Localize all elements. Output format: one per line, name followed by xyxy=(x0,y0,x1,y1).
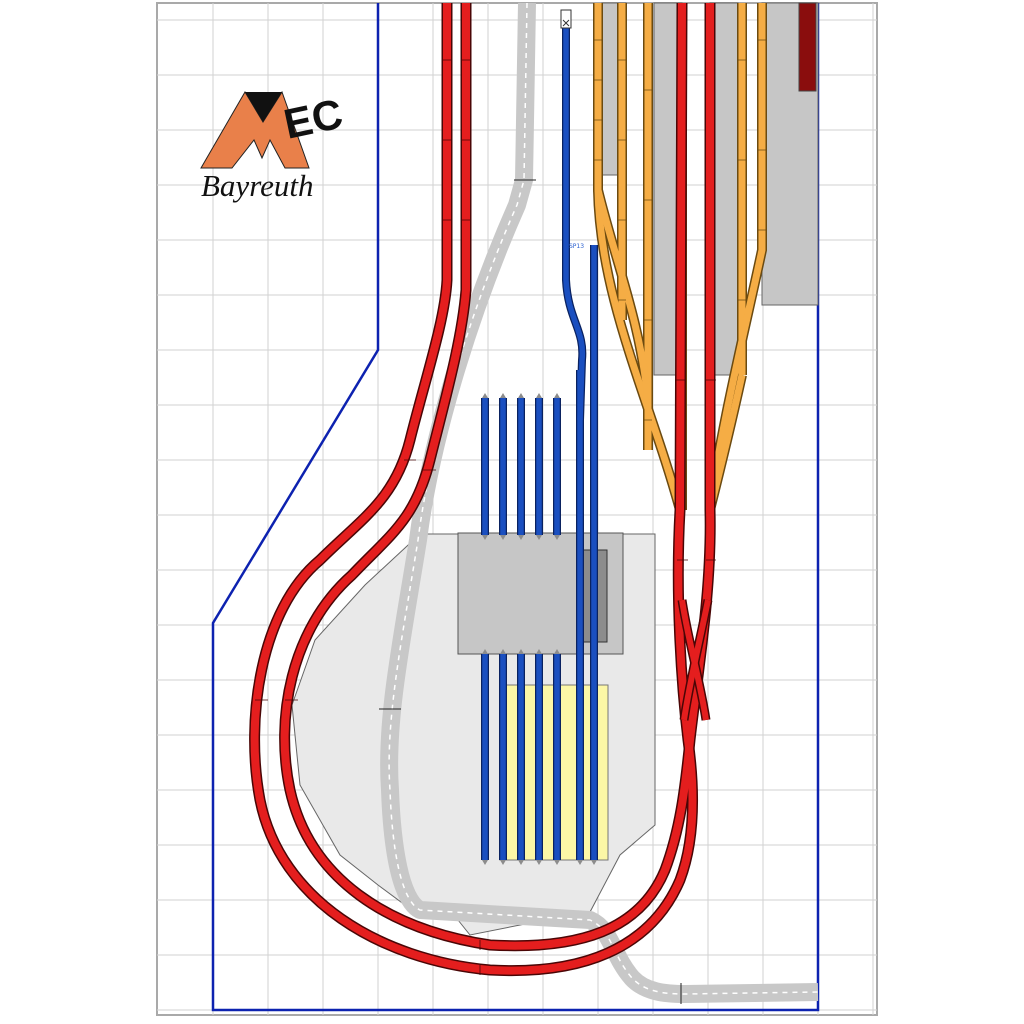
buffer-stop-icon xyxy=(560,9,572,29)
logo-city: Bayreuth xyxy=(201,168,313,203)
logo-peak-icon xyxy=(245,92,282,122)
layout-boundary xyxy=(211,3,820,1012)
track-label: SP13 xyxy=(569,243,584,250)
blue-yard-tracks xyxy=(481,25,598,865)
road-center-line xyxy=(388,2,819,995)
dark-red-building xyxy=(798,2,817,92)
club-logo: EC Bayreuth xyxy=(200,90,347,203)
red-mainline xyxy=(255,3,716,975)
